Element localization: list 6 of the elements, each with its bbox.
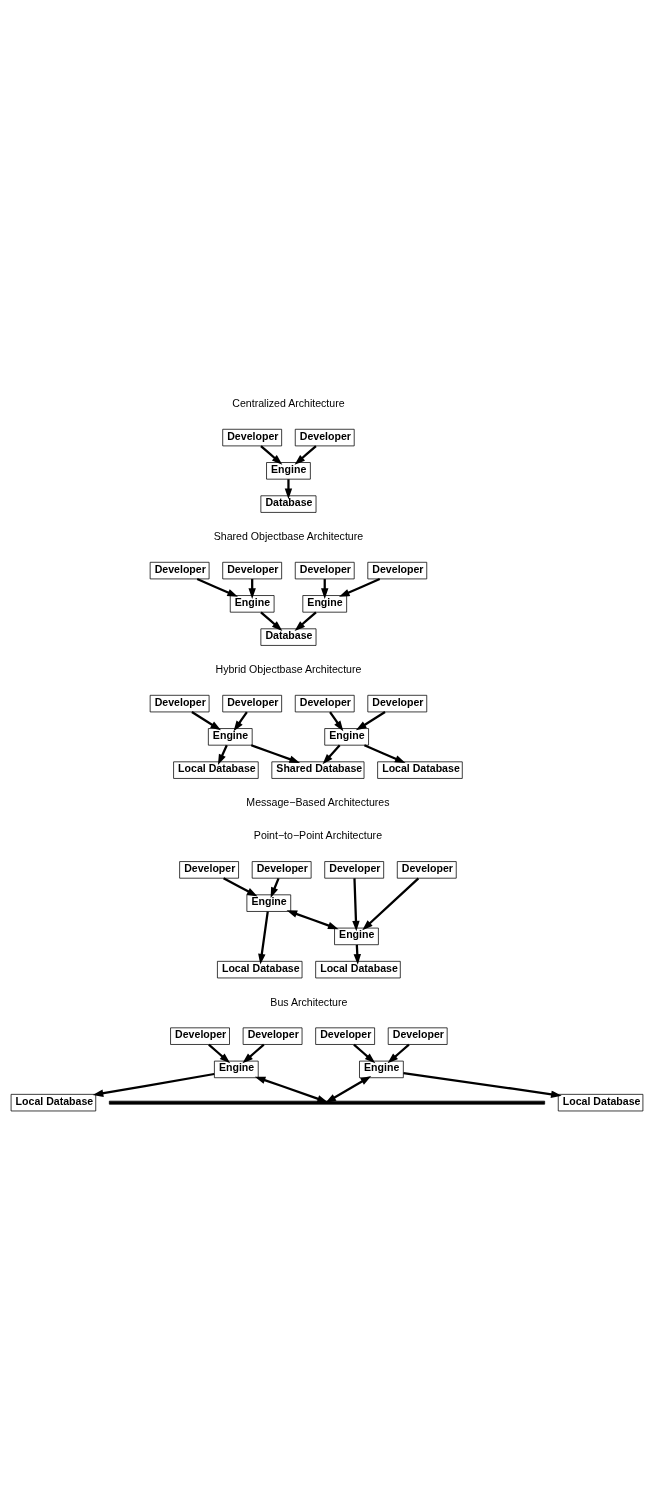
- label: Hybrid Objectbase Architecture: [215, 662, 362, 675]
- label: Centralized Architecture: [232, 396, 345, 409]
- label: Message−Based Architectures: [246, 795, 390, 808]
- label: Shared Objectbase Architecture: [213, 529, 364, 542]
- label: Point−to−Point Architecture: [253, 828, 383, 841]
- label: Bus Architecture: [270, 995, 348, 1008]
